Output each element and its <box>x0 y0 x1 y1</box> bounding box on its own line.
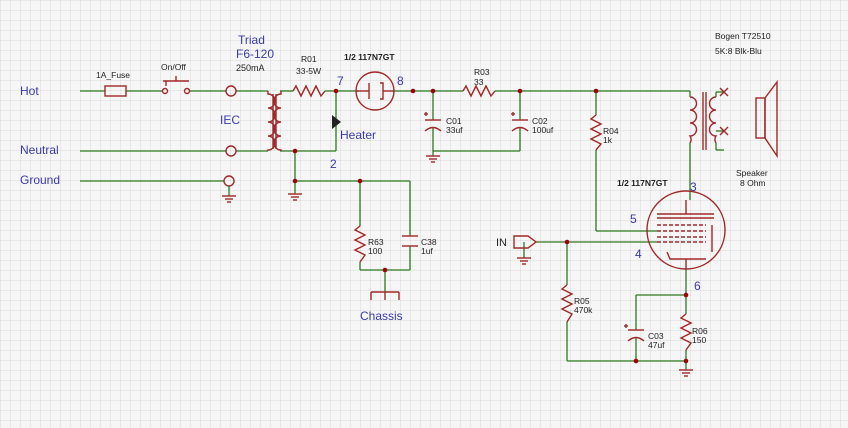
fuse-symbol <box>104 85 127 97</box>
amp-tube-symbol <box>646 190 726 270</box>
output-transformer-symbol <box>688 87 729 151</box>
heater-label: Heater <box>340 128 376 142</box>
r04-symbol <box>589 114 603 151</box>
hot-label: Hot <box>20 84 39 98</box>
otx-label-1: Bogen T72510 <box>715 31 771 41</box>
speaker-label-2: 8 Ohm <box>740 178 766 188</box>
ground-symbols <box>288 155 693 377</box>
c03-ref: C03 <box>648 331 664 341</box>
c02-ref: C02 <box>532 116 548 126</box>
r05-ref: R05 <box>574 296 590 306</box>
junction-dots <box>292 88 689 364</box>
r03-symbol <box>462 84 496 98</box>
amp-tube-label: 1/2 117N7GT <box>617 178 668 188</box>
c02-symbol <box>511 112 529 132</box>
c38-ref: C38 <box>421 237 437 247</box>
rect-tube-label: 1/2 117N7GT <box>344 52 395 62</box>
fuse-label: 1A_Fuse <box>96 70 130 80</box>
c03-value: 47uf <box>648 340 665 350</box>
r06-value: 150 <box>692 335 706 345</box>
chassis-label: Chassis <box>360 309 403 323</box>
pin-cathode: 6 <box>694 279 701 293</box>
r01-symbol <box>292 84 326 98</box>
rectifier-tube-symbol <box>355 71 395 111</box>
c01-ref: C01 <box>446 116 462 126</box>
r05-symbol <box>560 284 574 323</box>
r63-value: 100 <box>368 246 382 256</box>
pin-heater-node: 2 <box>330 157 337 171</box>
switch-symbol <box>161 76 191 95</box>
chassis-symbol <box>370 291 400 300</box>
c38-symbol <box>402 235 418 247</box>
ptx-label-1: Triad <box>238 33 265 47</box>
iec-terminals <box>222 85 237 203</box>
ground-label: Ground <box>20 173 60 187</box>
r04-ref: R04 <box>603 126 619 136</box>
c38-value: 1uf <box>421 246 433 256</box>
iec-label: IEC <box>220 113 240 127</box>
switch-label: On/Off <box>161 62 187 72</box>
neutral-label: Neutral <box>20 143 59 157</box>
c02-value: 100uf <box>532 125 554 135</box>
otx-label-2: 5K:8 Blk-Blu <box>715 46 762 56</box>
pin-grid: 4 <box>635 247 642 261</box>
r01-value: 33-5W <box>296 66 321 76</box>
input-port-symbol <box>513 235 538 249</box>
r06-symbol <box>679 313 693 351</box>
ptx-label-2: F6-120 <box>236 47 274 61</box>
c01-symbol <box>424 112 442 132</box>
r01-ref: R01 <box>301 54 317 64</box>
power-transformer-symbol <box>267 91 282 151</box>
r03-ref: R03 <box>474 67 490 77</box>
input-label: IN <box>496 237 507 249</box>
r63-ref: R63 <box>368 237 384 247</box>
r04-value: 1k <box>603 135 613 145</box>
pin-rect-anode: 8 <box>397 74 404 88</box>
pin-plate: 3 <box>690 180 697 194</box>
heater-arrow <box>332 115 341 129</box>
pin-screen: 5 <box>630 212 637 226</box>
speaker-symbol <box>755 79 778 159</box>
r05-value: 470k <box>574 305 593 315</box>
r06-ref: R06 <box>692 326 708 336</box>
ptx-label-3: 250mA <box>236 63 265 73</box>
speaker-label-1: Speaker <box>736 168 768 178</box>
r63-symbol <box>353 225 367 263</box>
r03-value: 33 <box>474 77 484 87</box>
wires <box>80 90 691 370</box>
c01-value: 33uf <box>446 125 463 135</box>
c03-symbol <box>624 324 645 342</box>
pin-rect-cathode: 7 <box>337 74 344 88</box>
